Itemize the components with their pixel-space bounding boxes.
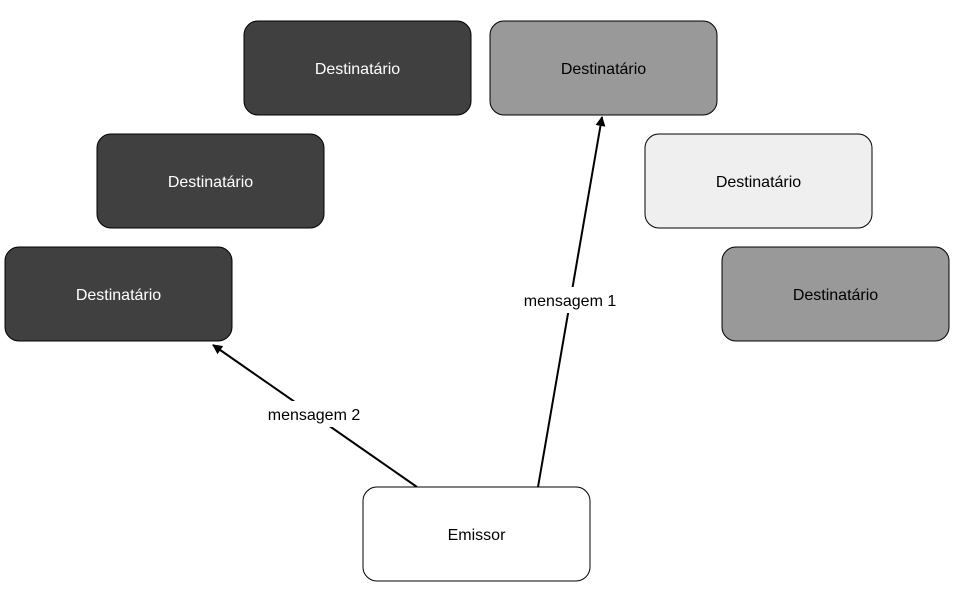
node-box: [362, 486, 591, 582]
node-emissor: Emissor: [362, 486, 591, 582]
node-box: [644, 133, 873, 229]
node-label: Destinatário: [793, 287, 878, 304]
node-dest-low-left: Destinatário: [4, 246, 233, 342]
node-label: Destinatário: [168, 174, 253, 191]
node-label: Destinatário: [561, 61, 646, 78]
node-label: Emissor: [448, 527, 506, 544]
node-dest-top-left: Destinatário: [243, 20, 472, 116]
node-label: Destinatário: [315, 61, 400, 78]
node-box: [489, 20, 718, 116]
node-dest-low-right: Destinatário: [721, 246, 950, 342]
node-label: Destinatário: [716, 174, 801, 191]
edge-label-background: [509, 287, 631, 313]
edge-mensagem-1: mensagem 1: [509, 116, 631, 488]
node-dest-mid-left: Destinatário: [96, 133, 325, 229]
node-box: [96, 133, 325, 229]
edge-label-mensagem-2: mensagem 2: [268, 407, 361, 424]
node-box: [243, 20, 472, 116]
node-box: [4, 246, 233, 342]
node-dest-top-right: Destinatário: [489, 20, 718, 116]
node-dest-mid-right: Destinatário: [644, 133, 873, 229]
node-label: Destinatário: [76, 287, 161, 304]
node-box: [721, 246, 950, 342]
edge-label-mensagem-1: mensagem 1: [524, 293, 617, 310]
edge-mensagem-2: mensagem 2: [212, 344, 418, 488]
edge-label-background: [253, 401, 375, 427]
